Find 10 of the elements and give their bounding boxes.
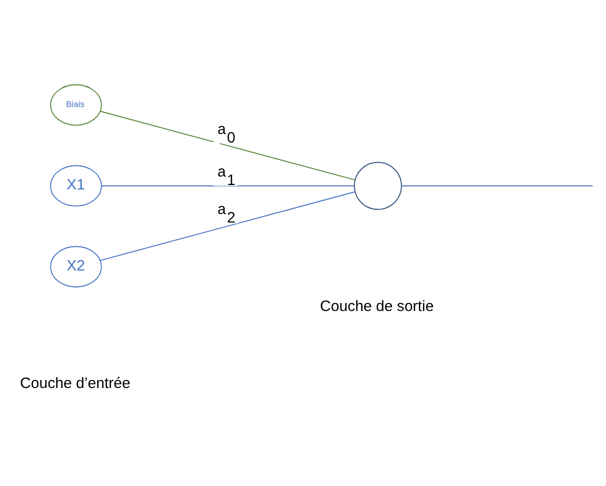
- connector: [401, 185, 594, 186]
- connector: [100, 110, 356, 180]
- node-circle: [354, 162, 402, 210]
- connector: [100, 191, 356, 261]
- connector: [101, 185, 355, 186]
- node-ellipse: X2: [50, 246, 102, 288]
- label: Couche d’entrée: [20, 374, 130, 392]
- node-ellipse: X1: [50, 165, 102, 207]
- node-ellipse: Biais: [50, 84, 102, 126]
- label: Couche de sortie: [320, 298, 434, 315]
